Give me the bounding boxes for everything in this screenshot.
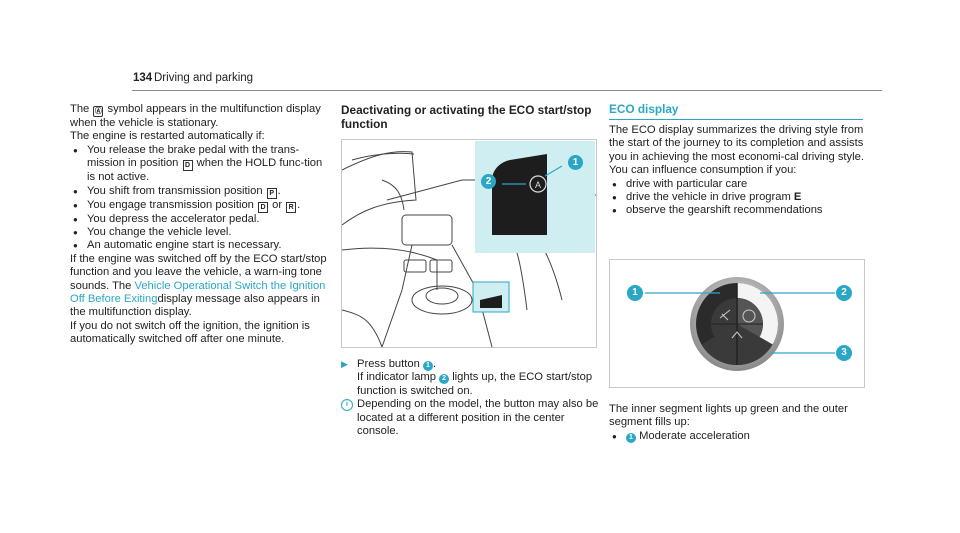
section-title: Driving and parking (154, 72, 254, 84)
segment-list: ● 1 Moderate acceleration (609, 430, 871, 443)
eco-display-illustration: 1 2 3 (609, 259, 865, 388)
bullet-icon: ● (73, 241, 78, 251)
bullet-icon: ● (73, 228, 78, 238)
consumption-list: ●drive with particular care ●drive the v… (609, 178, 871, 218)
callout-3: 3 (836, 345, 852, 361)
list-item: ●drive the vehicle in drive program E (612, 191, 802, 204)
callout-2: 2 (439, 374, 450, 385)
list-item: ● An automatic engine start is necessary… (73, 239, 282, 252)
center-console-illustration: A 2 1 (341, 139, 597, 348)
consumption-intro: You can influence consumption if you: (609, 164, 797, 177)
gear-r-icon: R (286, 201, 297, 213)
bullet-icon: ● (612, 179, 617, 189)
list-item: ● You engage transmission position D or … (73, 198, 301, 213)
eco-function-heading: Deactivating or activating the ECO start… (341, 103, 592, 131)
bullet-icon: ● (612, 431, 617, 441)
list-item: ● 1 Moderate acceleration (612, 429, 750, 443)
eco-display-text: The ECO display summarizes the driving s… (609, 124, 871, 218)
column-right: ECO display (609, 102, 871, 116)
bullet-icon: ● (73, 186, 78, 196)
note-text: Depending on the model, the button may a… (357, 398, 599, 438)
list-item: ● You change the vehicle level. (73, 226, 232, 239)
column-left: The Ⓐ symbol appears in the multifunctio… (70, 103, 330, 347)
eco-display-heading: ECO display (609, 102, 679, 116)
callout-2: 2 (836, 285, 852, 301)
console-drawing: A (342, 141, 596, 347)
header-rule (132, 90, 882, 91)
column-middle: Deactivating or activating the ECO start… (341, 103, 599, 131)
callout-2: 2 (481, 174, 496, 189)
bullet-icon: ● (612, 206, 617, 216)
page-number: 134 (133, 72, 153, 84)
bullet-icon: ● (73, 214, 78, 224)
info-icon: i (341, 399, 353, 412)
bullet-icon: ● (73, 200, 78, 210)
eco-gauge-drawing (645, 277, 835, 371)
callout-1: 1 (422, 361, 433, 371)
restart-intro: The engine is restarted automatically if… (70, 130, 265, 143)
auto-off-paragraph: If you do not switch off the ignition, t… (70, 319, 310, 346)
gear-p-icon: P (266, 187, 277, 199)
bullet-icon: ● (73, 145, 78, 155)
eco-symbol-icon: Ⓐ (93, 106, 104, 117)
instruction-step: ▶ Press button 1. If indicator lamp 2 li… (341, 358, 599, 438)
callout-1: 1 (568, 155, 583, 170)
heading-rule (609, 119, 863, 120)
segment-paragraph: The inner segment lights up green and th… (609, 403, 848, 429)
warning-paragraph: If the engine was switched off by the EC… (70, 252, 327, 319)
eco-display-paragraph: The ECO display summarizes the driving s… (609, 124, 864, 163)
gear-d-icon: D (182, 160, 193, 172)
list-item: ● You depress the accelerator pedal. (73, 212, 260, 225)
display-message-link[interactable]: Vehicle Operational Switch the Ignition … (70, 279, 326, 306)
list-item: ● You release the brake pedal with the t… (73, 143, 323, 184)
gear-d-icon: D (258, 201, 268, 213)
list-item: ● You shift from transmission position P… (73, 184, 281, 199)
restart-conditions-list: ● You release the brake pedal with the t… (70, 144, 330, 253)
callout-1: 1 (627, 285, 643, 301)
svg-text:A: A (535, 180, 541, 190)
bullet-icon: ● (612, 193, 617, 203)
list-item: ●drive with particular care (612, 177, 748, 190)
symbol-paragraph: The Ⓐ symbol appears in the multifunctio… (70, 103, 321, 129)
segment-text: The inner segment lights up green and th… (609, 403, 871, 443)
callout-1: 1 (626, 432, 636, 443)
list-item: ●observe the gearshift recommendations (612, 204, 823, 217)
step-arrow-icon: ▶ (341, 359, 348, 369)
